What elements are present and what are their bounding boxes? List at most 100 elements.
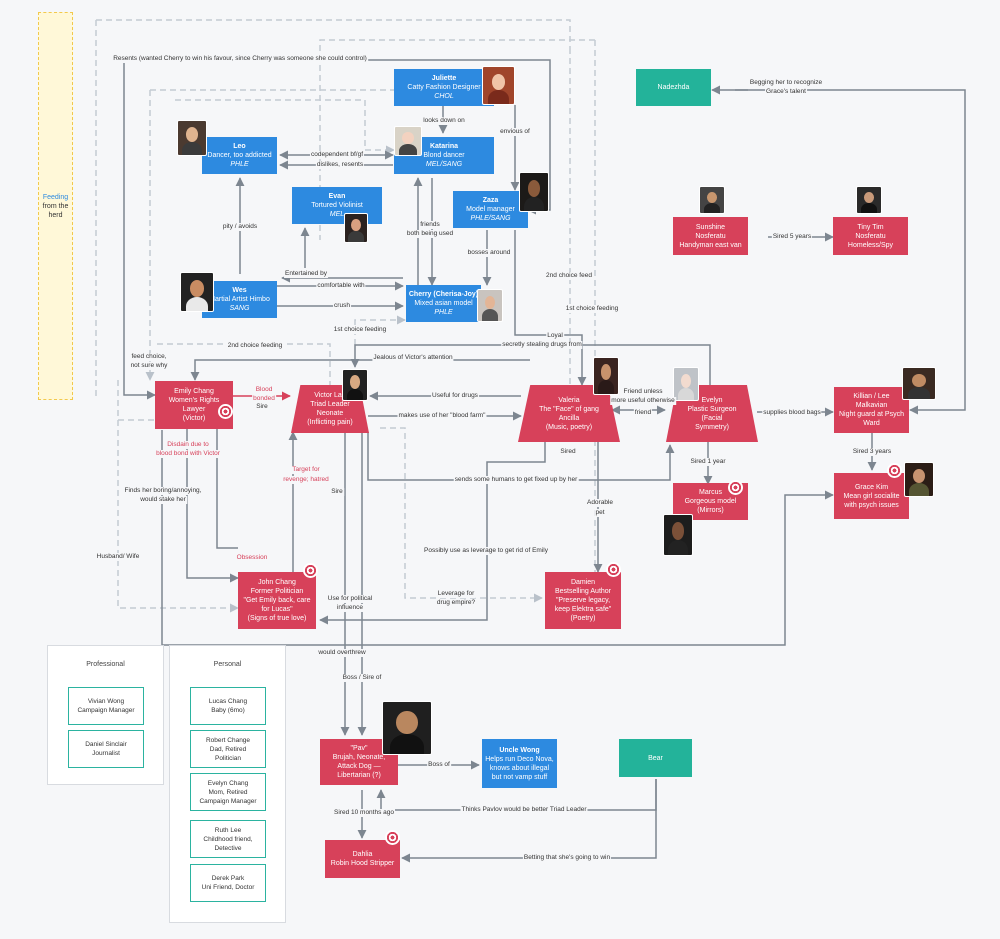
- killian-line4: Ward: [863, 420, 880, 427]
- node-nadezhda[interactable]: Nadezhda: [636, 69, 711, 106]
- label-both-used: both being used: [405, 230, 455, 238]
- label-supplies: supplies blood bags: [762, 409, 822, 417]
- label-bosses: bosses around: [466, 249, 512, 257]
- cherry-name: Cherry (Cherisa-Joy): [408, 291, 479, 298]
- unclewong-line4: but not vamp stuff: [491, 773, 548, 781]
- label-begging: Begging her to recognize: [748, 79, 824, 87]
- label-sire-2: Sire: [330, 488, 344, 496]
- label-sends: sends some humans to get fixed up by her: [453, 476, 579, 484]
- label-political: Use for political: [326, 595, 374, 603]
- label-sired-5: Sired 5 years: [771, 233, 813, 241]
- label-leverage-drug: Leverage for: [436, 590, 476, 598]
- pav-line4: Libertarian (?): [337, 772, 381, 779]
- node-damien[interactable]: Damien Bestselling Author "Preserve lega…: [545, 572, 621, 629]
- emily-line4: (Victor): [182, 415, 206, 422]
- robert-role2: Politician: [214, 754, 241, 762]
- evelyn-line1: Evelyn: [701, 396, 723, 404]
- card-lucas-chang[interactable]: Lucas Chang Baby (6mo): [190, 687, 266, 725]
- unclewong-name: Uncle Wong: [499, 746, 540, 754]
- node-killian[interactable]: Killian / Lee Malkavian Night guard at P…: [834, 387, 909, 433]
- feeding-sidebar: Feeding from the herd: [38, 12, 73, 400]
- label-sired-1-year: Sired 1 year: [689, 458, 727, 466]
- evelyn-line4: Symmetry): [695, 423, 729, 431]
- card-evelyn-chang[interactable]: Evelyn Chang Mom, Retired Campaign Manag…: [190, 773, 266, 811]
- label-secretly: secretly stealing drugs from: [501, 341, 583, 349]
- john-line5: (Signs of true love): [247, 615, 307, 622]
- label-looks-down: looks down on: [422, 117, 466, 125]
- grace-photo: [904, 462, 934, 497]
- katarina-tag: MEL/SANG: [425, 161, 463, 168]
- victor-line4: (Inflicting pain): [307, 419, 353, 426]
- daniel-role: Journalist: [92, 750, 120, 757]
- grace-line3: with psych issues: [844, 501, 899, 509]
- node-cherry[interactable]: Cherry (Cherisa-Joy) Mixed asian model P…: [406, 285, 481, 322]
- node-zaza[interactable]: Zaza Model manager PHLE/SANG: [453, 191, 528, 228]
- victor-line1: Victor Lau: [314, 392, 346, 399]
- label-more-useful: more useful otherwise: [610, 397, 676, 405]
- card-daniel-sinclair[interactable]: Daniel Sinclair Journalist: [68, 730, 144, 768]
- node-dahlia[interactable]: Dahlia Robin Hood Stripper: [325, 840, 400, 878]
- wes-name: Wes: [232, 287, 247, 294]
- card-robert-change[interactable]: Robert Change Dad, Retired Politician: [190, 730, 266, 768]
- ruth-name: Ruth Lee: [214, 826, 242, 834]
- cherry-photo: [477, 289, 503, 322]
- evan-name: Evan: [328, 193, 346, 200]
- node-evan[interactable]: Evan Tortured Violinist MEL: [292, 187, 382, 224]
- killian-line3: Night guard at Psych: [839, 411, 904, 418]
- label-comfortable: comfortable with: [316, 282, 366, 290]
- label-1st-choice-feeding-right: 1st choice feeding: [564, 305, 620, 313]
- evelyn-photo: [673, 367, 699, 401]
- node-uncle-wong[interactable]: Uncle Wong Helps run Deco Nova, knows ab…: [482, 739, 557, 788]
- label-begging-2: Grace's talent: [765, 88, 807, 96]
- john-line4: for Lucas": [261, 606, 293, 613]
- john-line1: John Chang: [258, 579, 296, 586]
- label-bonded: bonded: [252, 395, 276, 403]
- node-valeria[interactable]: Valeria The "Face" of gang Ancilla (Musi…: [518, 385, 620, 442]
- edge-resents: [123, 60, 156, 400]
- pav-line3: Attack Dog —: [337, 763, 381, 770]
- john-line2: Former Politician: [250, 588, 304, 595]
- feeding-link[interactable]: Feeding: [42, 193, 69, 201]
- node-pav[interactable]: "Pav" Brujah, Neonate, Attack Dog — Libe…: [320, 739, 398, 785]
- derek-role: Uni Friend, Doctor: [201, 884, 255, 891]
- node-wes[interactable]: Wes Martial Artist Himbo SANG: [202, 281, 277, 318]
- leo-desc: Dancer, too addicted: [207, 152, 272, 159]
- label-loyal: Loyal: [546, 332, 564, 340]
- tinytim-photo: [856, 186, 882, 214]
- juliette-tag: CHOL: [434, 93, 454, 100]
- zaza-desc: Model manager: [466, 206, 515, 213]
- label-finds: Finds her boring/annoying,: [123, 487, 203, 495]
- label-boss-of: Boss of: [427, 761, 451, 769]
- marcus-target-icon: [728, 480, 743, 495]
- tinytim-line1: Tiny Tim: [857, 223, 884, 231]
- damien-line1: Damien: [570, 579, 596, 586]
- node-juliette[interactable]: Juliette Catty Fashion Designer CHOL: [394, 69, 494, 106]
- card-derek-park[interactable]: Derek Park Uni Friend, Doctor: [190, 864, 266, 902]
- node-grace-kim[interactable]: Grace Kim Mean girl socialite with psych…: [834, 473, 909, 519]
- node-katarina[interactable]: Katarina Blond dancer MEL/SANG: [394, 137, 494, 174]
- valeria-line3: Ancilla: [558, 414, 580, 422]
- label-crush: crush: [333, 302, 351, 310]
- derek-name: Derek Park: [211, 875, 245, 882]
- evelyn-line3: (Facial: [701, 414, 723, 422]
- label-disdain-2: blood bond with Victor: [155, 450, 221, 458]
- node-sunshine[interactable]: Sunshine Nosferatu Handyman east van: [673, 217, 748, 255]
- node-leo[interactable]: Leo Dancer, too addicted PHLE: [202, 137, 277, 174]
- juliette-name: Juliette: [431, 75, 457, 82]
- evelyn-chang-name: Evelyn Chang: [207, 779, 249, 787]
- label-envious: envious of: [499, 128, 531, 136]
- node-tiny-tim[interactable]: Tiny Tim Nosferatu Homeless/Spy: [833, 217, 908, 255]
- card-vivian-wong[interactable]: Vivian Wong Campaign Manager: [68, 687, 144, 725]
- victor-line2: Triad Leader: [310, 401, 350, 408]
- damien-line4: keep Elektra safe": [554, 606, 612, 613]
- node-john-chang[interactable]: John Chang Former Politician "Get Emily …: [238, 572, 316, 629]
- robert-name: Robert Change: [205, 736, 251, 744]
- node-bear[interactable]: Bear: [619, 739, 692, 777]
- leo-photo: [177, 120, 207, 156]
- label-influence: influence: [335, 604, 365, 612]
- card-ruth-lee[interactable]: Ruth Lee Childhood friend, Detective: [190, 820, 266, 858]
- label-blood: Blood: [254, 386, 274, 394]
- label-obsession: Obsession: [235, 554, 269, 562]
- leo-tag: PHLE: [230, 161, 249, 168]
